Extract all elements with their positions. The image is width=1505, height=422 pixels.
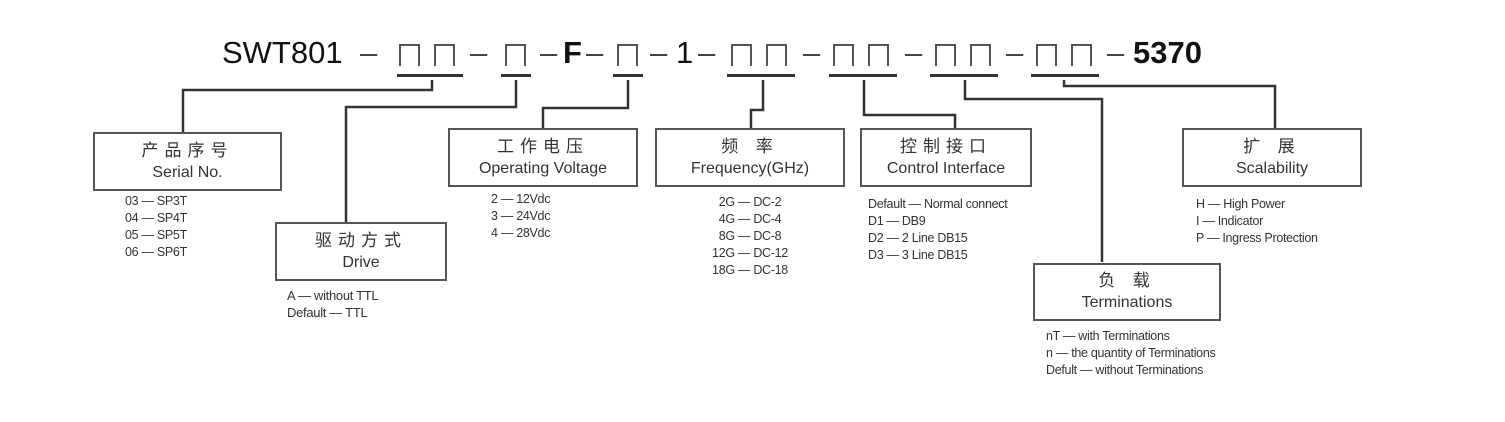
- field-title-cn: 工作电压: [497, 136, 589, 157]
- field-box-frequency: 频 率 Frequency(GHz): [655, 128, 845, 187]
- field-box-terminations: 负 载 Terminations: [1033, 263, 1221, 321]
- underline-frequency: [727, 74, 795, 77]
- field-title-en: Serial No.: [152, 163, 223, 181]
- model-fixed-f: F: [563, 35, 582, 70]
- slot-terminations-1: [935, 44, 956, 66]
- option-item: 12G — DC-12: [712, 246, 788, 260]
- model-prefix: SWT801: [222, 35, 343, 70]
- field-box-drive: 驱动方式 Drive: [275, 222, 447, 281]
- field-title-cn: 产品序号: [141, 140, 234, 161]
- field-title-en: Control Interface: [886, 159, 1006, 177]
- separator: –: [540, 35, 558, 70]
- slot-control-2: [868, 44, 889, 66]
- underline-voltage: [613, 74, 643, 77]
- option-item: 18G — DC-18: [712, 263, 788, 277]
- field-title-en: Scalability: [1235, 159, 1309, 177]
- connector-frequency: [749, 80, 765, 128]
- slot-drive: [505, 44, 526, 66]
- field-options-scalability: H — High Power I — Indicator P — Ingress…: [1196, 196, 1318, 247]
- separator: –: [586, 35, 604, 70]
- slot-serial-1: [399, 44, 420, 66]
- option-item: 2 — 12Vdc: [491, 192, 551, 206]
- slot-voltage: [617, 44, 638, 66]
- option-item: 05 — SP5T: [125, 228, 187, 242]
- option-item: 8G — DC-8: [718, 229, 782, 243]
- slot-terminations-2: [970, 44, 991, 66]
- connector-control: [862, 80, 957, 128]
- separator: –: [905, 35, 923, 70]
- field-title-en: Drive: [342, 253, 380, 271]
- field-box-serial: 产品序号 Serial No.: [93, 132, 282, 191]
- option-item: 3 — 24Vdc: [491, 209, 551, 223]
- option-item: I — Indicator: [1196, 214, 1263, 228]
- underline-drive: [501, 74, 531, 77]
- connector-serial: [181, 80, 434, 132]
- underline-scalability: [1031, 74, 1099, 77]
- underline-control: [829, 74, 897, 77]
- separator: –: [1107, 35, 1125, 70]
- option-item: 4G — DC-4: [718, 212, 782, 226]
- field-title-en: Operating Voltage: [478, 159, 608, 177]
- option-item: 04 — SP4T: [125, 211, 187, 225]
- option-item: Defult — without Terminations: [1046, 363, 1204, 377]
- slot-frequency-1: [731, 44, 752, 66]
- slot-scalability-1: [1036, 44, 1057, 66]
- field-title-cn: 驱动方式: [315, 230, 407, 251]
- model-fixed-1: 1: [676, 35, 694, 70]
- field-options-control: Default — Normal connect D1 — DB9 D2 — 2…: [868, 196, 1008, 264]
- option-item: Default — TTL: [287, 305, 368, 320]
- field-title-cn: 控制接口: [900, 136, 992, 157]
- separator: –: [360, 35, 378, 70]
- connector-terminations: [963, 80, 1104, 262]
- option-item: H — High Power: [1196, 197, 1285, 211]
- separator: –: [1006, 35, 1024, 70]
- separator: –: [650, 35, 668, 70]
- field-title-en: Terminations: [1081, 294, 1173, 311]
- underline-serial: [397, 74, 463, 77]
- option-item: 06 — SP6T: [125, 245, 187, 259]
- field-box-voltage: 工作电压 Operating Voltage: [448, 128, 638, 187]
- field-title-en: Frequency(GHz): [690, 159, 810, 177]
- underline-terminations: [930, 74, 998, 77]
- connector-drive: [344, 80, 518, 222]
- option-item: D3 — 3 Line DB15: [868, 248, 968, 262]
- option-item: 4 — 28Vdc: [491, 226, 551, 240]
- field-options-serial: 03 — SP3T 04 — SP4T 05 — SP5T 06 — SP6T: [125, 193, 187, 261]
- slot-scalability-2: [1071, 44, 1092, 66]
- field-title-cn: 扩 展: [1243, 136, 1301, 157]
- option-item: n — the quantity of Terminations: [1046, 346, 1216, 360]
- separator: –: [698, 35, 716, 70]
- slot-serial-2: [434, 44, 455, 66]
- separator: –: [803, 35, 821, 70]
- option-item: nT — with Terminations: [1046, 329, 1170, 343]
- option-item: D2 — 2 Line DB15: [868, 231, 968, 245]
- field-options-voltage: 2 — 12Vdc 3 — 24Vdc 4 — 28Vdc: [491, 191, 550, 242]
- slot-frequency-2: [766, 44, 787, 66]
- option-item: D1 — DB9: [868, 214, 926, 228]
- option-item: A — without TTL: [287, 288, 379, 303]
- connector-scalability: [1062, 80, 1277, 128]
- field-options-frequency: 2G — DC-2 4G — DC-4 8G — DC-8 12G — DC-1…: [695, 194, 805, 279]
- option-item: 03 — SP3T: [125, 194, 187, 208]
- field-options-drive: A — without TTL Default — TTL: [287, 287, 379, 321]
- separator: –: [470, 35, 488, 70]
- connector-voltage: [541, 80, 630, 128]
- field-options-terminations: nT — with Terminations n — the quantity …: [1046, 328, 1216, 379]
- field-box-control: 控制接口 Control Interface: [860, 128, 1032, 187]
- field-title-cn: 频 率: [721, 136, 779, 157]
- field-title-cn: 负 载: [1098, 271, 1156, 291]
- option-item: Default — Normal connect: [868, 197, 1008, 211]
- option-item: 2G — DC-2: [718, 195, 782, 209]
- field-box-scalability: 扩 展 Scalability: [1182, 128, 1362, 187]
- model-suffix: 5370: [1133, 35, 1202, 70]
- slot-control-1: [833, 44, 854, 66]
- option-item: P — Ingress Protection: [1196, 231, 1318, 245]
